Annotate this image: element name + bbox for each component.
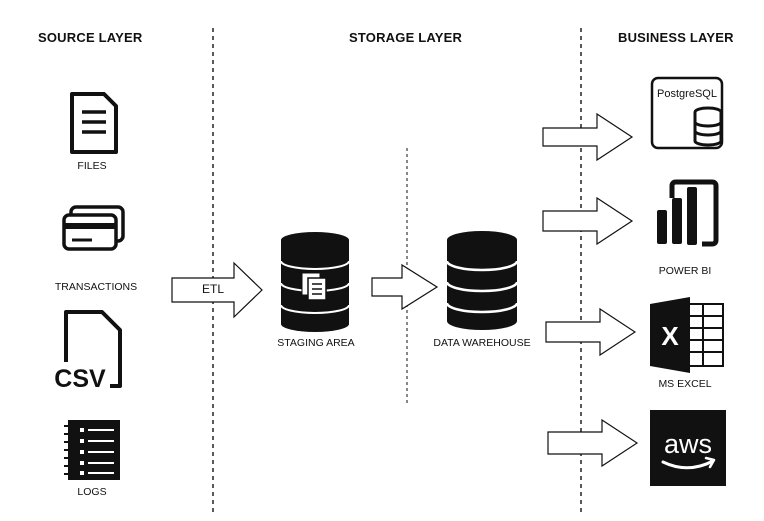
staging-to-warehouse-arrow: [371, 263, 439, 311]
logs-label: LOGS: [77, 486, 107, 498]
excel-x-text: X: [661, 321, 679, 351]
warehouse-database-icon: [445, 231, 519, 330]
storage-layer-heading: STORAGE LAYER: [349, 30, 463, 45]
credit-cards-icon: [62, 205, 125, 251]
source-layer-heading: SOURCE LAYER: [38, 30, 143, 45]
arrow-to-postgresql: [542, 112, 634, 162]
postgresql-text: PostgreSQL: [657, 88, 717, 100]
ms-excel-label: MS EXCEL: [658, 378, 712, 390]
data-warehouse-label: DATA WAREHOUSE: [433, 337, 531, 349]
postgresql-icon: [650, 76, 724, 150]
etl-label: ETL: [202, 282, 225, 296]
excel-icon: [650, 297, 724, 373]
etl-arrow: [171, 261, 263, 319]
powerbi-icon: [657, 179, 719, 247]
log-book-icon: [64, 420, 120, 480]
arrow-to-excel: [545, 307, 637, 357]
aws-icon: [650, 410, 726, 486]
business-layer-heading: BUSINESS LAYER: [618, 30, 734, 45]
arrow-to-aws: [547, 418, 639, 468]
aws-text: aws: [664, 429, 712, 459]
powerbi-label: POWER BI: [658, 265, 712, 277]
file-icon: [70, 92, 118, 154]
files-label: FILES: [77, 160, 107, 172]
staging-area-label: STAGING AREA: [277, 337, 355, 349]
transactions-label: TRANSACTIONS: [54, 281, 138, 293]
csv-text: CSV: [54, 365, 106, 393]
staging-database-icon: [280, 232, 350, 332]
csv-file-icon: [52, 310, 122, 390]
arrow-to-powerbi: [542, 196, 634, 246]
